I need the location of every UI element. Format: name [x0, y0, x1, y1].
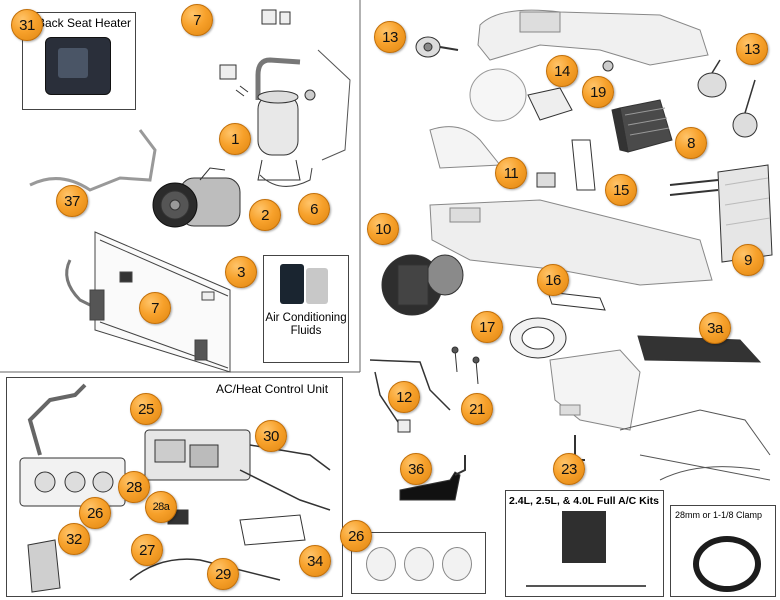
callout-7[interactable]: 7: [181, 4, 213, 36]
hvac-housing-lower-part: [429, 126, 713, 286]
callout-8[interactable]: 8: [675, 127, 707, 159]
callout-28a[interactable]: 28a: [145, 491, 177, 523]
blower-motor-part: [381, 254, 464, 316]
ac-kit-hoses-image: [526, 551, 646, 587]
clamp-title: 28mm or 1-1/8 Clamp: [675, 510, 763, 520]
clamp-box[interactable]: 28mm or 1-1/8 Clamp: [670, 505, 776, 597]
callout-7[interactable]: 7: [139, 292, 171, 324]
callout-30[interactable]: 30: [255, 420, 287, 452]
hose-37-part: [29, 129, 157, 192]
callout-1[interactable]: 1: [219, 123, 251, 155]
cable-36-part: [399, 471, 461, 501]
control-unit-left-part: [19, 383, 126, 507]
actuator-13-left-part: [415, 36, 459, 58]
callout-2[interactable]: 2: [249, 199, 281, 231]
callout-17[interactable]: 17: [471, 311, 503, 343]
ac-heat-control-unit-title: AC/Heat Control Unit: [216, 382, 329, 396]
callout-3[interactable]: 3: [225, 256, 257, 288]
bracket-34-part: [239, 514, 306, 546]
cable-29-part: [129, 558, 281, 581]
screws-21-part: [451, 346, 480, 385]
knob-1-image: [366, 547, 396, 581]
grommet-19-part: [602, 60, 614, 72]
callout-26[interactable]: 26: [79, 497, 111, 529]
bracket-6-part: [259, 167, 313, 187]
evaporator-part: [611, 99, 673, 153]
callout-16[interactable]: 16: [537, 264, 569, 296]
callout-36[interactable]: 36: [400, 453, 432, 485]
callout-6[interactable]: 6: [298, 193, 330, 225]
fluid-bottles-image: [278, 262, 334, 306]
knob-2-image: [404, 547, 434, 581]
clamp-image: [693, 536, 761, 592]
callout-19[interactable]: 19: [582, 76, 614, 108]
ac-kit-image: [562, 511, 606, 563]
callout-29[interactable]: 29: [207, 558, 239, 590]
module-32-part: [27, 539, 61, 593]
callout-27[interactable]: 27: [131, 534, 163, 566]
blower-ring-part: [469, 68, 527, 122]
callout-21[interactable]: 21: [461, 393, 493, 425]
seal-3a-part: [637, 335, 762, 363]
back-seat-heater-box[interactable]: Back Seat Heater: [22, 12, 136, 110]
callout-37[interactable]: 37: [56, 185, 88, 217]
filter-16-part: [547, 291, 606, 311]
callout-13[interactable]: 13: [736, 33, 768, 65]
callout-25[interactable]: 25: [130, 393, 162, 425]
ac-heat-control-unit-box: AC/Heat Control Unit: [6, 377, 343, 597]
callout-32[interactable]: 32: [58, 523, 90, 555]
compressor-part: [152, 167, 241, 228]
clamps-top-part: [219, 9, 291, 97]
ac-fluids-box[interactable]: Air Conditioning Fluids: [263, 255, 349, 363]
back-seat-heater-title: Back Seat Heater: [37, 16, 132, 30]
callout-26[interactable]: 26: [340, 520, 372, 552]
hvac-housing-upper-part: [477, 9, 709, 66]
harness-12-part: [369, 359, 451, 426]
callout-15[interactable]: 15: [605, 174, 637, 206]
full-ac-kits-title: 2.4L, 2.5L, & 4.0L Full A/C Kits: [509, 495, 659, 507]
callout-14[interactable]: 14: [546, 55, 578, 87]
callout-3a[interactable]: 3a: [699, 312, 731, 344]
ac-hoses-part: [619, 409, 771, 481]
ac-fluids-caption: Air Conditioning Fluids: [265, 312, 347, 337]
door-14-part: [527, 87, 573, 121]
callout-31[interactable]: 31: [11, 9, 43, 41]
callout-9[interactable]: 9: [732, 244, 764, 276]
full-ac-kits-box[interactable]: 2.4L, 2.5L, & 4.0L Full A/C Kits: [505, 490, 664, 597]
callout-23[interactable]: 23: [553, 453, 585, 485]
callout-34[interactable]: 34: [299, 545, 331, 577]
control-unit-right-part: [144, 429, 331, 511]
duct-part: [549, 349, 641, 431]
valve-11-part: [536, 172, 556, 188]
callout-11[interactable]: 11: [495, 157, 527, 189]
heater-core-part: [669, 164, 773, 263]
receiver-drier-part: [255, 49, 351, 181]
knob-3-image: [442, 547, 472, 581]
knobs-box[interactable]: [351, 532, 486, 594]
heater-device-image: [45, 37, 111, 95]
callout-13[interactable]: 13: [374, 21, 406, 53]
callout-10[interactable]: 10: [367, 213, 399, 245]
callout-12[interactable]: 12: [388, 381, 420, 413]
actuator-13-right-part: [697, 59, 758, 138]
callout-28[interactable]: 28: [118, 471, 150, 503]
seal-15-part: [571, 139, 596, 191]
